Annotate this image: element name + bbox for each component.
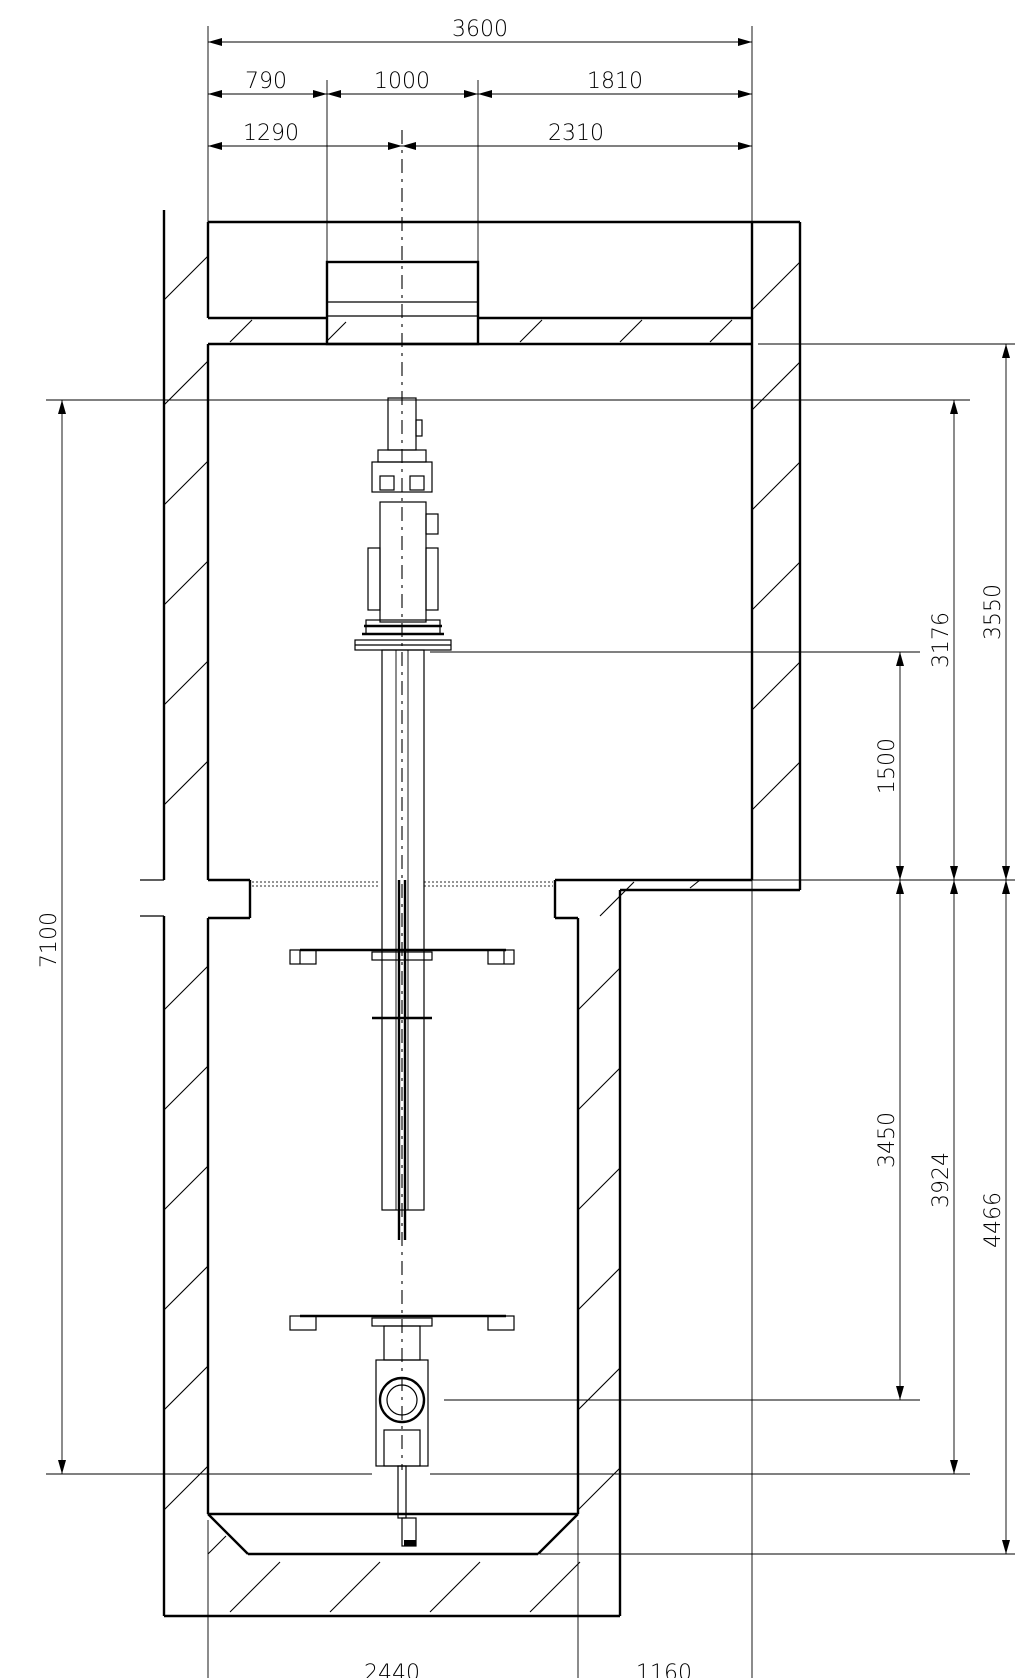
dim-1500: 1500 xyxy=(875,738,900,794)
dim-2440: 2440 xyxy=(364,1661,420,1678)
dim-3600: 3600 xyxy=(452,17,508,42)
wall-hatching xyxy=(163,255,801,1613)
dim-7100: 7100 xyxy=(37,912,62,968)
dim-1160: 1160 xyxy=(636,1661,692,1678)
left-dimension: 7100 xyxy=(37,399,970,1475)
bottom-bearing xyxy=(375,1359,429,1547)
dim-1810: 1810 xyxy=(587,69,643,94)
dim-790: 790 xyxy=(245,69,287,94)
dim-4466: 4466 xyxy=(981,1192,1006,1248)
dim-3176: 3176 xyxy=(929,612,954,668)
bottom-dimensions: 2440 1160 xyxy=(364,1661,692,1678)
dim-1290: 1290 xyxy=(243,121,299,146)
gearbox xyxy=(379,501,427,623)
mixer-assembly xyxy=(289,397,515,1547)
concrete-structure xyxy=(140,210,802,1618)
dim-3550: 3550 xyxy=(981,584,1006,640)
dim-3924: 3924 xyxy=(929,1152,954,1208)
upper-impeller xyxy=(289,948,515,965)
dim-1000: 1000 xyxy=(374,69,430,94)
right-dimensions: 3550 3176 1500 4466 3924 3450 xyxy=(207,343,1015,1678)
mixer-shaft xyxy=(381,649,425,1211)
dim-3450: 3450 xyxy=(875,1112,900,1168)
dim-2310: 2310 xyxy=(548,121,604,146)
top-dimensions: 3600 790 1000 1810 1290 2310 xyxy=(207,17,753,1678)
